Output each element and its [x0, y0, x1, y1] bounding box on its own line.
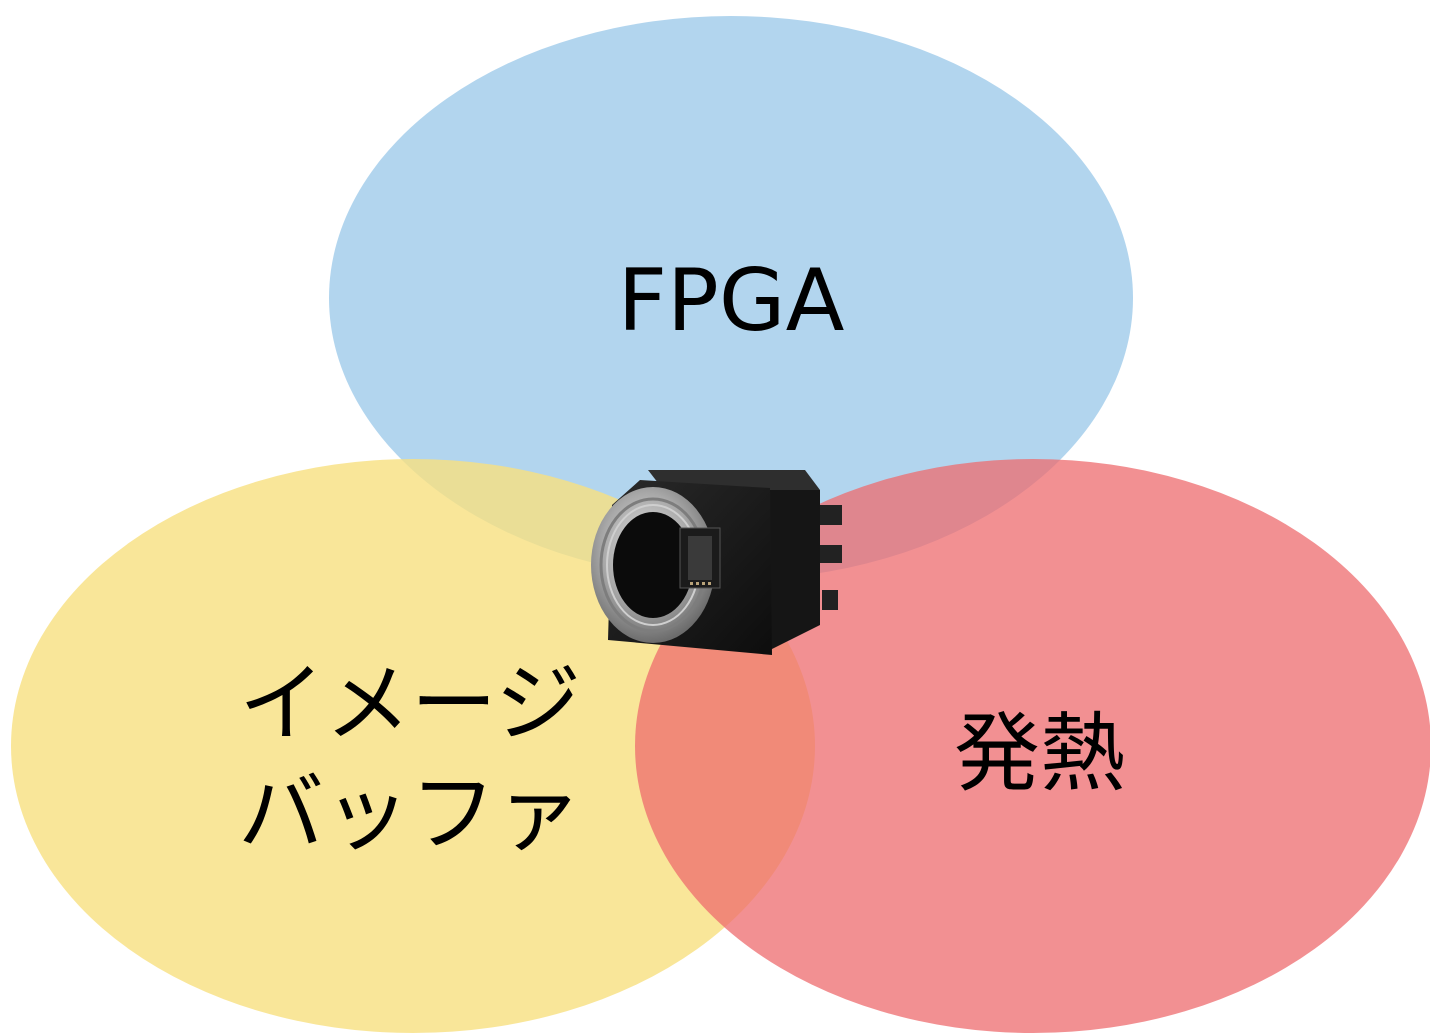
- fpga-circle: [329, 16, 1133, 580]
- industrial-camera-icon: [591, 470, 842, 655]
- image-buffer-label-line2: バッファ: [238, 764, 582, 864]
- heat-label: 発熱: [954, 704, 1126, 804]
- fpga-label: FPGA: [618, 251, 845, 351]
- image-buffer-label-line1: イメージ: [239, 654, 581, 754]
